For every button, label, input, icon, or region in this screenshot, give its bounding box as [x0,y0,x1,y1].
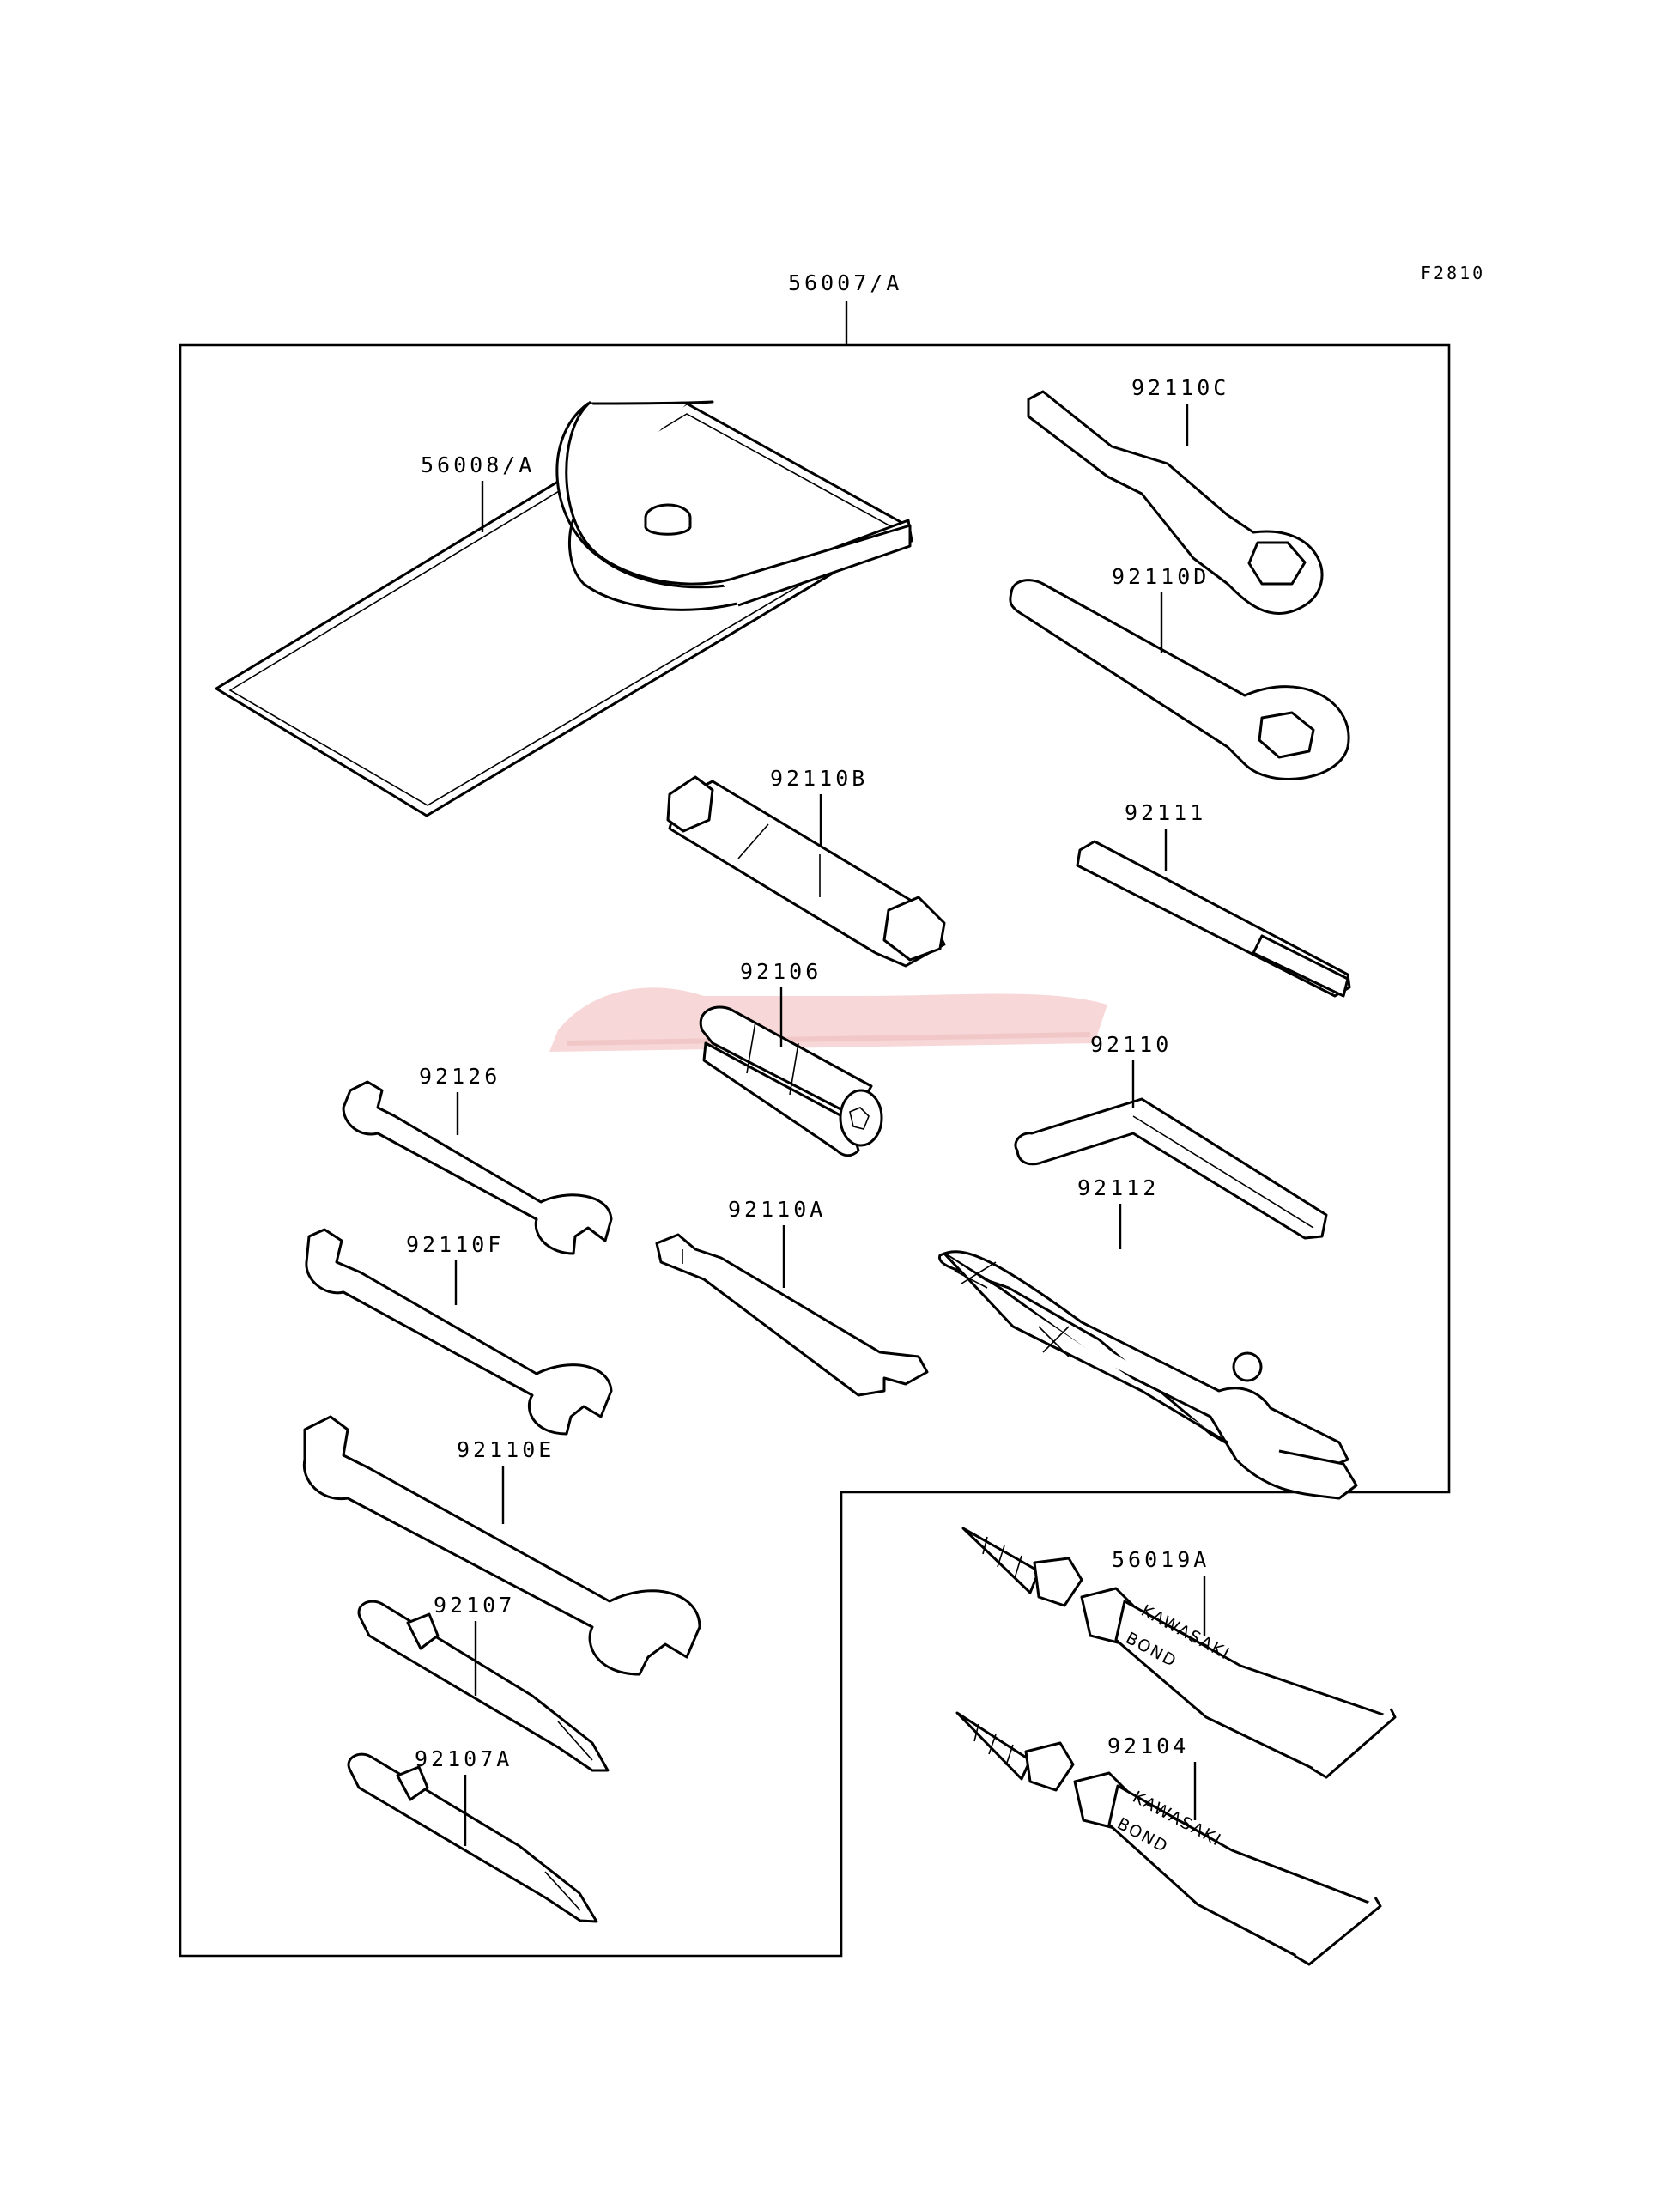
label-open-wrench-92126: 92126 [419,1064,500,1089]
open-wrench-92126 [342,1080,613,1255]
spoke-wrench [655,1233,929,1397]
ring-wrench-d [1009,579,1350,780]
figure-code: F2810 [1421,263,1485,283]
label-pliers: 92112 [1077,1175,1159,1200]
watermark-logo [549,987,1107,1052]
socket-wrench [666,775,946,968]
bond-tube-a: KAWASAKI BOND [961,1527,1397,1779]
hex-wrench [1014,1097,1328,1240]
label-screwdriver-a: 92107A [415,1746,512,1771]
label-ring-wrench-d: 92110D [1112,564,1210,589]
open-wrench-f [305,1228,613,1436]
label-bond-tube: 92104 [1107,1734,1189,1758]
screwdriver [357,1600,610,1772]
label-plug-wrench: 92106 [740,959,822,984]
ring-wrench-c [1027,390,1324,615]
label-screwdriver: 92107 [434,1593,515,1618]
label-kit: 56007/A [788,270,902,295]
label-bond-tube-a: 56019A [1112,1547,1210,1572]
pliers [938,1250,1358,1500]
tool-case [215,400,913,817]
label-hex-wrench: 92110 [1090,1032,1172,1057]
handle-bar [1076,840,1351,998]
label-socket-wrench: 92110B [770,766,868,791]
label-case: 56008/A [421,452,535,477]
label-open-wrench-e: 92110E [457,1437,555,1462]
screwdriver-a [347,1752,598,1923]
label-handle-bar: 92111 [1125,800,1206,825]
label-spoke-wrench: 92110A [728,1197,826,1222]
kit-frame [179,343,1451,1958]
open-wrench-e [302,1415,701,1676]
label-ring-wrench-c: 92110C [1131,375,1229,400]
plug-wrench [699,1005,883,1157]
label-open-wrench-f: 92110F [406,1232,504,1257]
